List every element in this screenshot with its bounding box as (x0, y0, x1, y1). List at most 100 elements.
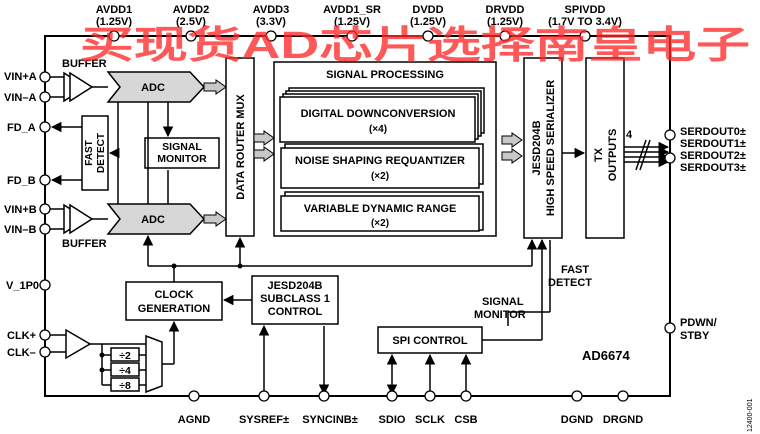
buffer-top-label: BUFFER (62, 58, 107, 70)
power-pin-dvdd: DVDD (1.25V) (410, 4, 446, 42)
pin-sclk: SCLK (415, 414, 445, 426)
adc-b-label: ADC (141, 214, 165, 226)
vdr-label: VARIABLE DYNAMIC RANGE (304, 203, 457, 215)
ddc-stack (279, 87, 485, 143)
pin-vin-b-neg: VIN–B (4, 224, 36, 236)
power-pins: AVDD1 (1.25V) AVDD2 (2.5V) AVDD3 (3.3V) … (96, 4, 622, 42)
signal-monitor-out-label-1: SIGNAL (482, 296, 524, 308)
signal-monitor-block (144, 137, 220, 169)
pin-clk-neg: CLK– (7, 347, 36, 359)
pin-sdio: SDIO (379, 414, 406, 426)
dsp-to-jesd-arrow-2 (501, 148, 523, 164)
spi-control-label: SPI CONTROL (392, 335, 467, 347)
power-pin-avdd3: AVDD3 (3.3V) (253, 4, 289, 42)
adc-a-label: ADC (141, 82, 165, 94)
div8-label: ÷8 (119, 380, 131, 392)
data-router-mux-block (225, 57, 255, 237)
jesd-serializer-label-1: JESD204B (531, 120, 543, 175)
vdr-stack (280, 191, 484, 232)
pin-v-1p0: V_1P0 (6, 280, 39, 292)
adc-b-bus-arrow (203, 211, 227, 227)
power-pin-voltage: (1.25V) (410, 16, 446, 28)
subclass-label-1: JESD204B (267, 280, 322, 292)
pin-clk-pos: CLK+ (7, 330, 36, 342)
mux-to-dsp-arrow-2 (253, 146, 275, 162)
jesd-serializer-block (523, 57, 563, 239)
jesd-subclass-block (251, 275, 339, 325)
fast-detect-out-label-2: DETECT (548, 277, 592, 289)
clock-buffer-triangle (65, 328, 92, 360)
clock-mux (145, 334, 163, 394)
part-number: AD6674 (582, 348, 630, 363)
dsp-to-jesd-arrow-1 (501, 132, 523, 148)
pin-serdout3: SERDOUT3± (680, 162, 746, 174)
clock-generation-block (125, 281, 223, 321)
right-pins: SERDOUT0± SERDOUT1± SERDOUT2± SERDOUT3± … (664, 126, 746, 342)
data-router-mux-label: DATA ROUTER MUX (235, 94, 247, 200)
left-pins: VIN+A VIN–A FD_A FD_B VIN+B VIN–B V_1P0 … (4, 71, 51, 359)
mux-to-dsp-arrow-1 (253, 130, 275, 146)
vdr-count: (×2) (371, 218, 389, 229)
clock-generation-label-1: CLOCK (154, 289, 193, 301)
pin-sysref: SYSREF± (239, 414, 289, 426)
buffer-bottom-label: BUFFER (62, 238, 107, 250)
pin-fd-a: FD_A (7, 122, 36, 134)
fast-detect-label-2: DETECT (96, 133, 107, 173)
power-pin-name: SPIVDD (565, 4, 606, 16)
power-pin-avdd1: AVDD1 (1.25V) (96, 4, 132, 42)
buffer-top-triangle-2 (69, 71, 94, 103)
fast-detect-out-label-1: FAST (561, 264, 589, 276)
ddc-label: DIGITAL DOWNCONVERSION (301, 108, 456, 120)
power-pin-voltage: (2.5V) (176, 16, 206, 28)
power-pin-voltage: (3.3V) (256, 16, 286, 28)
power-pin-name: DRVDD (486, 4, 525, 16)
div4-label: ÷4 (119, 365, 131, 377)
ddc-count: (×4) (369, 124, 387, 135)
pin-syncinb: SYNCINB± (302, 414, 358, 426)
adc-b-block (106, 203, 206, 235)
pin-vin-a-neg: VIN–A (4, 92, 36, 104)
power-pin-voltage: (1.7V TO 3.4V) (548, 16, 622, 28)
power-pin-drvdd: DRVDD (1.25V) (486, 4, 525, 42)
power-pin-name: AVDD3 (253, 4, 289, 16)
fast-detect-label: FAST (84, 140, 95, 166)
lane-count: 4 (626, 129, 633, 141)
clock-generation-label-2: GENERATION (138, 303, 211, 315)
pin-fd-b: FD_B (7, 175, 36, 187)
buffer-bottom-triangle-2 (69, 203, 94, 235)
power-pin-name: AVDD2 (173, 4, 209, 16)
tx-label-1: TX (593, 147, 605, 162)
power-pin-name: AVDD1_SR (323, 4, 381, 16)
pin-agnd: AGND (178, 414, 210, 426)
power-pin-voltage: (1.25V) (334, 16, 370, 28)
power-pin-voltage: (1.25V) (487, 16, 523, 28)
signal-monitor-out-label-2: MONITOR (474, 309, 526, 321)
power-pin-spivdd: SPIVDD (1.7V TO 3.4V) (548, 4, 622, 42)
pin-dgnd: DGND (561, 414, 593, 426)
signal-monitor-label-2: MONITOR (157, 153, 207, 165)
pin-vin-a-pos: VIN+A (4, 71, 37, 83)
adc-a-bus-arrow (203, 79, 227, 95)
pin-stby: STBY (680, 330, 710, 342)
pin-serdout2: SERDOUT2± (680, 150, 746, 162)
nsr-stack (280, 143, 484, 189)
pin-serdout1: SERDOUT1± (680, 138, 746, 150)
subclass-label-3: CONTROL (268, 306, 323, 318)
pin-csb: CSB (454, 414, 477, 426)
jesd-serializer-label-2: HIGH SPEED SERIALIZER (545, 80, 557, 216)
bottom-pins: AGND SYSREF± SYNCINB± SDIO SCLK CSB DGND… (178, 390, 643, 426)
nsr-count: (×2) (371, 171, 389, 182)
signal-monitor-label: SIGNAL (162, 141, 202, 153)
power-pin-name: DVDD (412, 4, 443, 16)
tx-outputs-block (585, 57, 625, 239)
fast-detect-block (81, 115, 109, 191)
tx-label-2: OUTPUTS (607, 129, 619, 182)
div2-label: ÷2 (119, 350, 131, 362)
power-pin-avdd1-sr: AVDD1_SR (1.25V) (323, 4, 381, 42)
adc-a-block (106, 71, 206, 103)
signal-processing-title: SIGNAL PROCESSING (326, 69, 444, 81)
power-pin-voltage: (1.25V) (96, 16, 132, 28)
subclass-label-2: SUBCLASS 1 (260, 293, 330, 305)
power-pin-avdd2: AVDD2 (2.5V) (173, 4, 209, 42)
